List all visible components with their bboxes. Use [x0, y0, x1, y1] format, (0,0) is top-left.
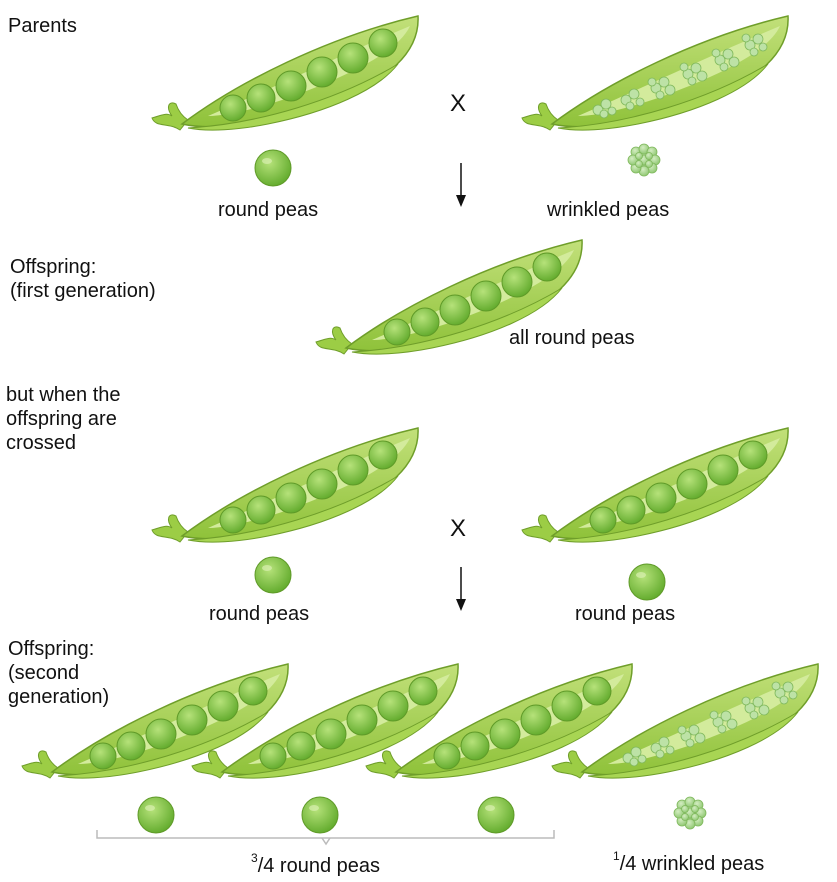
three-quarters-label: 3/4 round peas [251, 854, 380, 878]
three-quarters-text: /4 round peas [258, 855, 380, 877]
round-peas-label-cross-right: round peas [575, 602, 675, 626]
cross-symbol-2: X [450, 517, 466, 541]
round-pea-parent [253, 148, 293, 188]
round-pod-cross-left [148, 424, 428, 549]
wrinkled-pod-second-gen [548, 660, 828, 785]
wrinkled-peas-label-parent: wrinkled peas [547, 198, 669, 222]
wrinkled-pea-parent [624, 140, 664, 180]
wrinkled-pea-second-gen [670, 793, 710, 833]
three-quarters-bracket [96, 828, 556, 850]
round-pod-parent [148, 12, 428, 137]
round-peas-label-parent: round peas [218, 198, 318, 222]
three-quarters-numerator: 3 [251, 851, 258, 865]
arrow-down-1 [455, 163, 467, 209]
one-quarter-numerator: 1 [613, 849, 620, 863]
one-quarter-text: /4 wrinkled peas [620, 853, 765, 875]
round-peas-label-cross-left: round peas [209, 602, 309, 626]
one-quarter-label: 1/4 wrinkled peas [613, 852, 764, 876]
round-pea-cross-right [627, 562, 667, 602]
round-pod-cross-right [518, 424, 798, 549]
round-pea-cross-left [253, 555, 293, 595]
cross-symbol-1: X [450, 92, 466, 116]
parents-label: Parents [8, 14, 77, 38]
but-when-label: but when the offspring are crossed [6, 383, 121, 455]
arrow-down-2 [455, 567, 467, 613]
wrinkled-pod-parent [518, 12, 798, 137]
offspring-first-label: Offspring: (first generation) [10, 255, 156, 303]
all-round-peas-label: all round peas [509, 326, 635, 350]
